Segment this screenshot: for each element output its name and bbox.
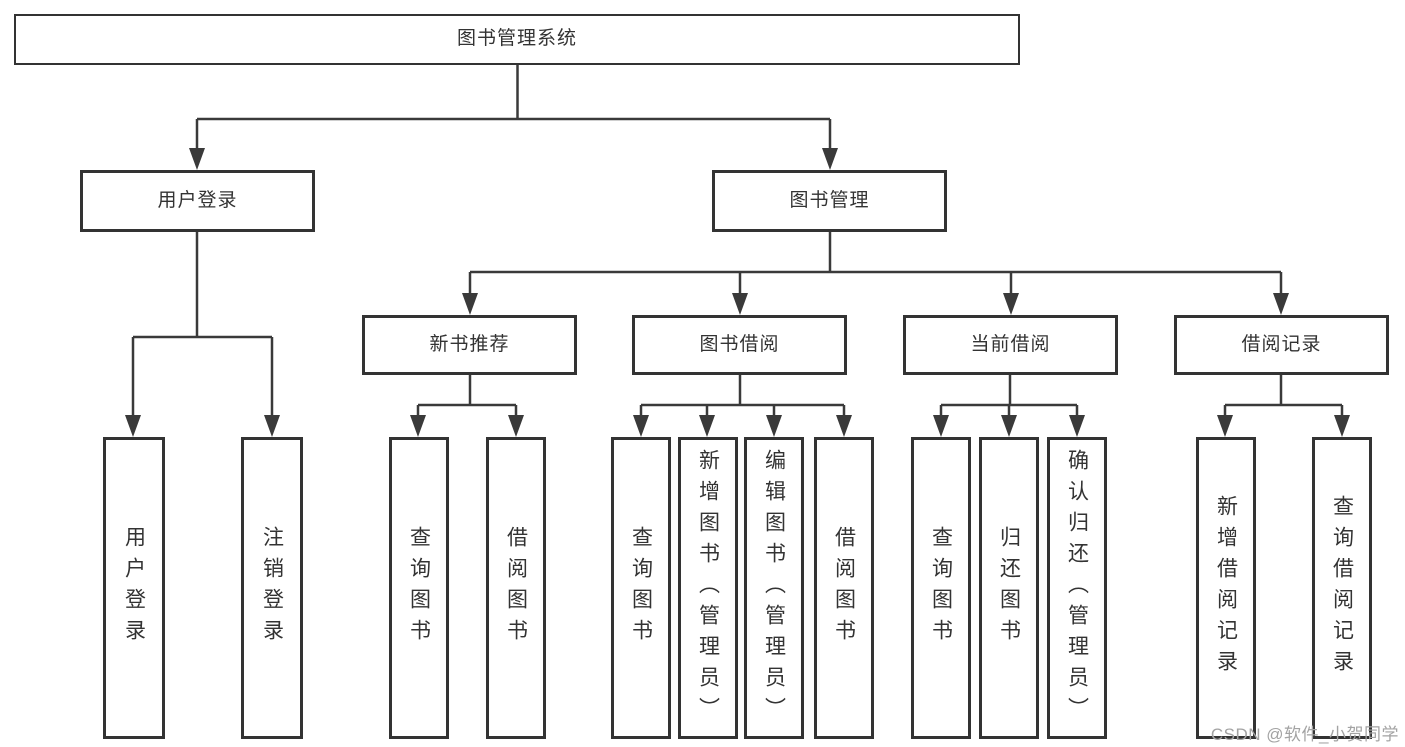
leaf-borrow-books-recommend-label: 借阅图书 [504, 526, 528, 650]
node-new-book-recommend-label: 新书推荐 [429, 333, 510, 355]
node-user-login: 用户登录 [80, 170, 315, 232]
node-new-book-recommend: 新书推荐 [362, 315, 577, 375]
leaf-query-books-recommend: 查询图书 [389, 437, 449, 739]
leaf-confirm-return-admin: 确认归还（管理员） [1047, 437, 1107, 739]
node-root-label: 图书管理系统 [456, 28, 577, 50]
leaf-query-books-borrow-label: 查询图书 [629, 526, 653, 650]
leaf-user-login: 用户登录 [103, 437, 165, 739]
leaf-edit-books-admin-label: 编辑图书（管理员） [762, 448, 786, 728]
node-book-management: 图书管理 [712, 170, 947, 232]
leaf-add-books-admin-label: 新增图书（管理员） [696, 448, 720, 728]
node-borrow-records-label: 借阅记录 [1241, 333, 1322, 355]
leaf-add-books-admin: 新增图书（管理员） [678, 437, 738, 739]
leaf-query-books-current-label: 查询图书 [929, 526, 953, 650]
leaf-borrow-books-recommend: 借阅图书 [486, 437, 546, 739]
leaf-query-borrow-record: 查询借阅记录 [1312, 437, 1372, 739]
leaf-add-borrow-record-label: 新增借阅记录 [1214, 495, 1238, 681]
node-book-borrow-label: 图书借阅 [699, 333, 780, 355]
node-book-borrow: 图书借阅 [632, 315, 847, 375]
node-current-borrow: 当前借阅 [903, 315, 1118, 375]
leaf-query-books-current: 查询图书 [911, 437, 971, 739]
leaf-edit-books-admin: 编辑图书（管理员） [744, 437, 804, 739]
node-root: 图书管理系统 [14, 14, 1020, 65]
leaf-query-borrow-record-label: 查询借阅记录 [1330, 495, 1354, 681]
leaf-return-books: 归还图书 [979, 437, 1039, 739]
node-book-management-label: 图书管理 [789, 189, 870, 211]
node-current-borrow-label: 当前借阅 [970, 333, 1051, 355]
leaf-user-login-label: 用户登录 [122, 526, 146, 650]
leaf-return-books-label: 归还图书 [997, 526, 1021, 650]
leaf-confirm-return-admin-label: 确认归还（管理员） [1065, 448, 1089, 728]
leaf-add-borrow-record: 新增借阅记录 [1196, 437, 1256, 739]
node-borrow-records: 借阅记录 [1174, 315, 1389, 375]
leaf-query-books-recommend-label: 查询图书 [407, 526, 431, 650]
leaf-logout-label: 注销登录 [260, 526, 284, 650]
leaf-query-books-borrow: 查询图书 [611, 437, 671, 739]
node-user-login-label: 用户登录 [157, 189, 238, 211]
leaf-logout: 注销登录 [241, 437, 303, 739]
leaf-borrow-books-borrow-label: 借阅图书 [832, 526, 856, 650]
csdn-watermark: CSDN @软件_小贺同学 [1210, 725, 1399, 744]
leaf-borrow-books-borrow: 借阅图书 [814, 437, 874, 739]
